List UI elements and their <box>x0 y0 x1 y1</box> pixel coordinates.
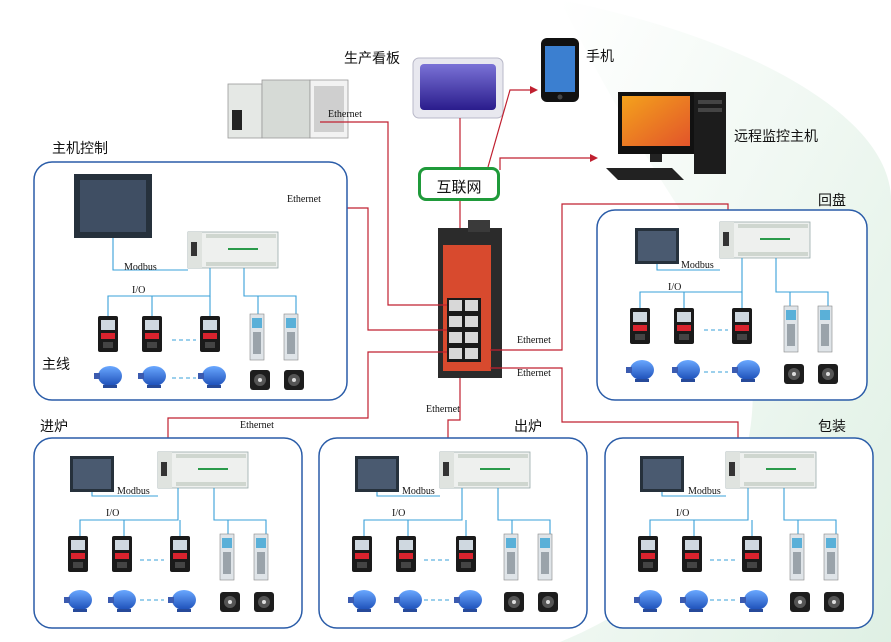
internet-node: 互联网 <box>418 167 500 201</box>
label-main-line: 主线 <box>42 357 70 373</box>
io-label-furnace-out: I/O <box>392 508 406 519</box>
turntable-cell <box>626 221 838 384</box>
ethernet-label-turntable: Ethernet <box>517 335 551 346</box>
label-production-board: 生产看板 <box>344 51 400 67</box>
ethernet-label-top-plc: Ethernet <box>328 109 362 120</box>
io-label-turntable: I/O <box>668 282 682 293</box>
io-label-furnace-in: I/O <box>106 508 120 519</box>
label-phone: 手机 <box>586 49 614 65</box>
ethernet-label-furnace-in: Ethernet <box>240 420 274 431</box>
phone-device <box>541 38 579 102</box>
ethernet-label-main-control: Ethernet <box>287 194 321 205</box>
packing-cell <box>634 451 844 612</box>
label-turntable: 回盘 <box>818 193 846 209</box>
production-board-screen <box>412 57 504 119</box>
label-remote-host: 远程监控主机 <box>734 129 818 145</box>
modbus-label-packing: Modbus <box>688 486 721 497</box>
modbus-label-furnace-out: Modbus <box>402 486 435 497</box>
modbus-label-main-control: Modbus <box>124 262 157 273</box>
label-packing: 包装 <box>818 419 846 435</box>
main-control-cell <box>74 174 304 390</box>
ethernet-switch <box>438 220 502 378</box>
furnace-out-cell <box>348 451 558 612</box>
remote-host-computer <box>606 92 726 180</box>
io-label-main-control: I/O <box>132 285 146 296</box>
furnace-in-cell <box>64 451 274 612</box>
modbus-label-turntable: Modbus <box>681 260 714 271</box>
top-plc-rack <box>227 79 349 139</box>
label-main-control: 主机控制 <box>52 141 108 157</box>
label-furnace-out: 出炉 <box>514 419 542 435</box>
arrowheads <box>530 86 598 162</box>
io-label-packing: I/O <box>676 508 690 519</box>
ethernet-label-packing: Ethernet <box>517 368 551 379</box>
label-furnace-in: 进炉 <box>40 419 68 435</box>
ethernet-label-furnace-out: Ethernet <box>426 404 460 415</box>
modbus-label-furnace-in: Modbus <box>117 486 150 497</box>
